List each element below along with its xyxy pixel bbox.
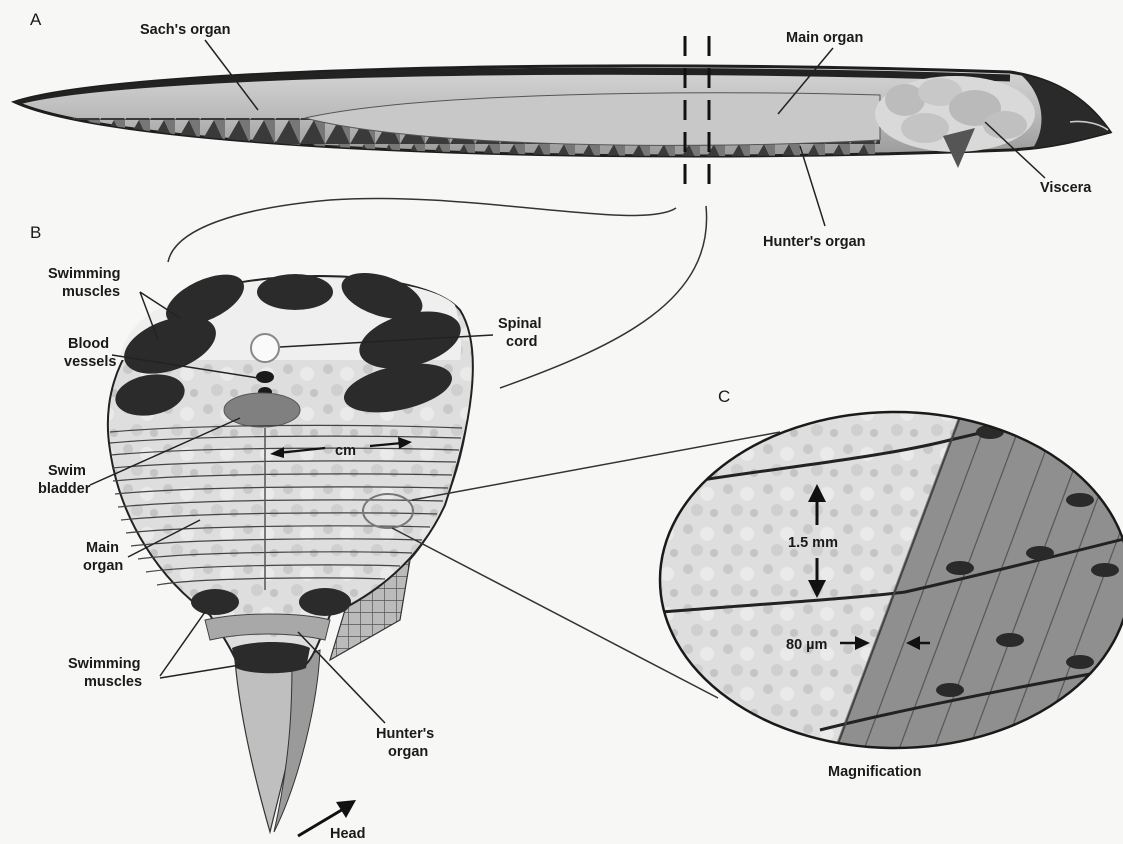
main-organ-label-b-line2: organ: [83, 558, 123, 574]
hunters-organ-label-b-line2: organ: [388, 744, 428, 760]
section-connector-left: [168, 198, 676, 262]
main-organ-label-b-line1: Main: [86, 540, 119, 556]
swimming-muscles-top-label-line1: Swimming: [48, 266, 121, 282]
blood-vessels-label-line2: vessels: [64, 354, 116, 370]
swimming-muscles-bottom-label-line1: Swimming: [68, 656, 141, 672]
magnification-caption: Magnification: [828, 764, 921, 780]
swim-bladder-label-line2: bladder: [38, 481, 91, 497]
section-connector-right: [500, 206, 707, 388]
viscera-label: Viscera: [1040, 180, 1092, 196]
panel-b: B: [30, 223, 542, 842]
swimming-muscles-bottom-leader-2: [160, 665, 240, 678]
swimming-muscles-bottom-label-line2: muscles: [84, 674, 142, 690]
hunters-organ-label-a: Hunter's organ: [763, 234, 866, 250]
sachs-organ-label: Sach's organ: [140, 22, 230, 38]
swimming-muscles-top-label-line2: muscles: [62, 284, 120, 300]
ventral-muscle-right: [299, 588, 351, 616]
swim-bladder-label-line1: Swim: [48, 463, 86, 479]
head-label: Head: [330, 826, 365, 842]
hunters-organ-label-b-line1: Hunter's: [376, 726, 434, 742]
spacing-label: 1.5 mm: [788, 535, 838, 551]
ventral-muscle-bottom: [232, 642, 310, 673]
panel-b-letter: B: [30, 223, 41, 242]
swimming-muscles-bottom-leader-1: [160, 612, 205, 676]
blood-vessels-label-line1: Blood: [68, 336, 109, 352]
ventral-muscle-left: [191, 589, 239, 615]
cm-label: cm: [335, 443, 356, 459]
spinal-cord-label-line1: Spinal: [498, 316, 542, 332]
swim-bladder: [224, 393, 300, 427]
hunters-organ-leader-a: [800, 146, 825, 226]
panel-a-letter: A: [30, 10, 42, 29]
magnified-circle: [650, 398, 1123, 760]
panel-a: A Sach's: [0, 10, 1112, 250]
eel-body: [0, 66, 1112, 168]
main-organ-label-a: Main organ: [786, 30, 863, 46]
spinal-cord-label-line2: cord: [506, 334, 537, 350]
spinal-cord: [251, 334, 279, 362]
blood-vessel-upper: [256, 371, 274, 383]
panel-c-letter: C: [718, 387, 730, 406]
thickness-label: 80 µm: [786, 637, 827, 653]
panel-c: C: [392, 387, 1123, 780]
